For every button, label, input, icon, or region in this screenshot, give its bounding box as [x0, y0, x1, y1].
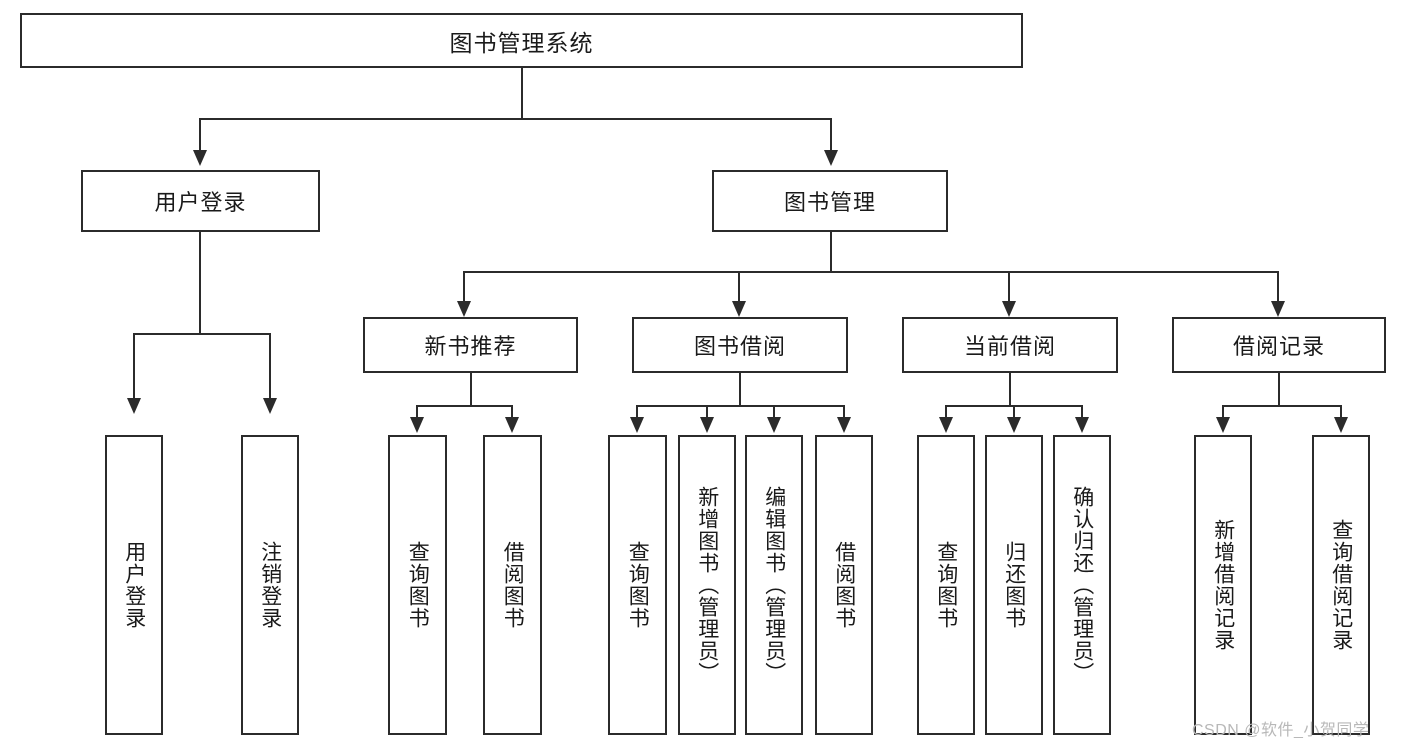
node-label: 图书借阅	[693, 334, 786, 359]
edge-root-stem	[521, 68, 523, 119]
leaf-cb-return-book[interactable]: 归还图书	[985, 435, 1043, 735]
arrowhead-cb-query-book	[939, 417, 953, 433]
node-label: 借阅记录	[1232, 334, 1325, 359]
node-new-book-recommend[interactable]: 新书推荐	[363, 317, 578, 373]
leaf-label: 归还图书	[1002, 541, 1026, 629]
arrowhead-nbr-query-book	[410, 417, 424, 433]
arrowhead-new-book-recommend	[457, 301, 471, 317]
edge-br-bus	[1222, 405, 1341, 407]
edge-level1-bus	[199, 118, 832, 120]
leaf-bb-edit-book-admin[interactable]: 编辑图书（管理员）	[745, 435, 803, 735]
edge-bb-leaf-2	[706, 405, 708, 419]
edge-to-book-borrow	[738, 271, 740, 303]
edge-nbr-leaf-2	[511, 405, 513, 419]
watermark-text: CSDN @软件_小贺同学	[1192, 722, 1370, 739]
edge-to-current-borrow	[1008, 271, 1010, 303]
edge-to-book-manage	[830, 118, 832, 152]
node-label: 用户登录	[154, 190, 247, 215]
edge-br-stem	[1278, 373, 1280, 406]
arrowhead-bb-query-book	[630, 417, 644, 433]
arrowhead-bb-edit-book	[767, 417, 781, 433]
leaf-label: 查询图书	[406, 541, 430, 629]
arrowhead-cb-confirm-return	[1075, 417, 1089, 433]
edge-br-leaf-2	[1340, 405, 1342, 419]
edge-cb-stem	[1009, 373, 1011, 406]
leaf-label: 新增图书（管理员）	[695, 486, 719, 684]
csdn-watermark: CSDN @软件_小贺同学	[1192, 716, 1369, 740]
arrowhead-cb-return-book	[1007, 417, 1021, 433]
arrowhead-br-query-record	[1334, 417, 1348, 433]
node-book-borrow[interactable]: 图书借阅	[632, 317, 848, 373]
node-book-management[interactable]: 图书管理	[712, 170, 948, 232]
leaf-label: 查询图书	[626, 541, 650, 629]
leaf-nbr-query-book[interactable]: 查询图书	[388, 435, 447, 735]
arrowhead-br-add-record	[1216, 417, 1230, 433]
leaf-nbr-borrow-book[interactable]: 借阅图书	[483, 435, 542, 735]
leaf-label: 编辑图书（管理员）	[762, 486, 786, 684]
node-label: 图书管理系统	[449, 29, 594, 56]
arrowhead-bb-borrow-book	[837, 417, 851, 433]
edge-cb-leaf-1	[945, 405, 947, 419]
edge-bb-leaf-3	[773, 405, 775, 419]
leaf-user-login[interactable]: 用户登录	[105, 435, 163, 735]
leaf-label: 确认归还（管理员）	[1070, 486, 1094, 684]
edge-user-login-leaf-1	[133, 333, 135, 400]
arrowhead-bb-add-book	[700, 417, 714, 433]
edge-nbr-leaf-1	[416, 405, 418, 419]
arrowhead-book-manage	[824, 150, 838, 166]
leaf-br-query-borrow-record[interactable]: 查询借阅记录	[1312, 435, 1370, 735]
arrowhead-nbr-borrow-book	[505, 417, 519, 433]
leaf-br-add-borrow-record[interactable]: 新增借阅记录	[1194, 435, 1252, 735]
edge-br-leaf-1	[1222, 405, 1224, 419]
edge-cb-leaf-2	[1013, 405, 1015, 419]
arrowhead-leaf-user-login	[127, 398, 141, 414]
edge-level2-bus	[463, 271, 1279, 273]
arrowhead-user-login	[193, 150, 207, 166]
leaf-bb-borrow-book[interactable]: 借阅图书	[815, 435, 873, 735]
leaf-label: 用户登录	[122, 541, 146, 629]
node-borrow-record[interactable]: 借阅记录	[1172, 317, 1386, 373]
leaf-bb-add-book-admin[interactable]: 新增图书（管理员）	[678, 435, 736, 735]
node-label: 图书管理	[783, 190, 876, 215]
edge-to-borrow-record	[1277, 271, 1279, 303]
node-current-borrow[interactable]: 当前借阅	[902, 317, 1118, 373]
edge-bb-leaf-4	[843, 405, 845, 419]
leaf-label: 查询借阅记录	[1329, 519, 1353, 651]
node-user-login[interactable]: 用户登录	[81, 170, 320, 232]
edge-to-new-book-recommend	[463, 271, 465, 303]
leaf-label: 新增借阅记录	[1211, 519, 1235, 651]
edge-to-user-login	[199, 118, 201, 152]
edge-user-login-stem	[199, 232, 201, 334]
arrowhead-borrow-record	[1271, 301, 1285, 317]
node-label: 当前借阅	[963, 334, 1056, 359]
edge-user-login-leaf-2	[269, 333, 271, 400]
edge-bb-bus	[636, 405, 844, 407]
node-label: 新书推荐	[424, 334, 517, 359]
edge-nbr-bus	[416, 405, 513, 407]
arrowhead-current-borrow	[1002, 301, 1016, 317]
leaf-label: 查询图书	[934, 541, 958, 629]
leaf-cb-confirm-return-admin[interactable]: 确认归还（管理员）	[1053, 435, 1111, 735]
leaf-bb-query-book[interactable]: 查询图书	[608, 435, 667, 735]
edge-bb-stem	[739, 373, 741, 406]
edge-user-login-bus	[133, 333, 270, 335]
edge-cb-leaf-3	[1081, 405, 1083, 419]
arrowhead-leaf-logout	[263, 398, 277, 414]
edge-nbr-stem	[470, 373, 472, 406]
leaf-cb-query-book[interactable]: 查询图书	[917, 435, 975, 735]
edge-book-manage-stem	[830, 232, 832, 273]
leaf-logout[interactable]: 注销登录	[241, 435, 299, 735]
leaf-label: 借阅图书	[832, 541, 856, 629]
node-root-library-system[interactable]: 图书管理系统	[20, 13, 1023, 68]
edge-bb-leaf-1	[636, 405, 638, 419]
arrowhead-book-borrow	[732, 301, 746, 317]
leaf-label: 注销登录	[258, 541, 282, 629]
leaf-label: 借阅图书	[501, 541, 525, 629]
